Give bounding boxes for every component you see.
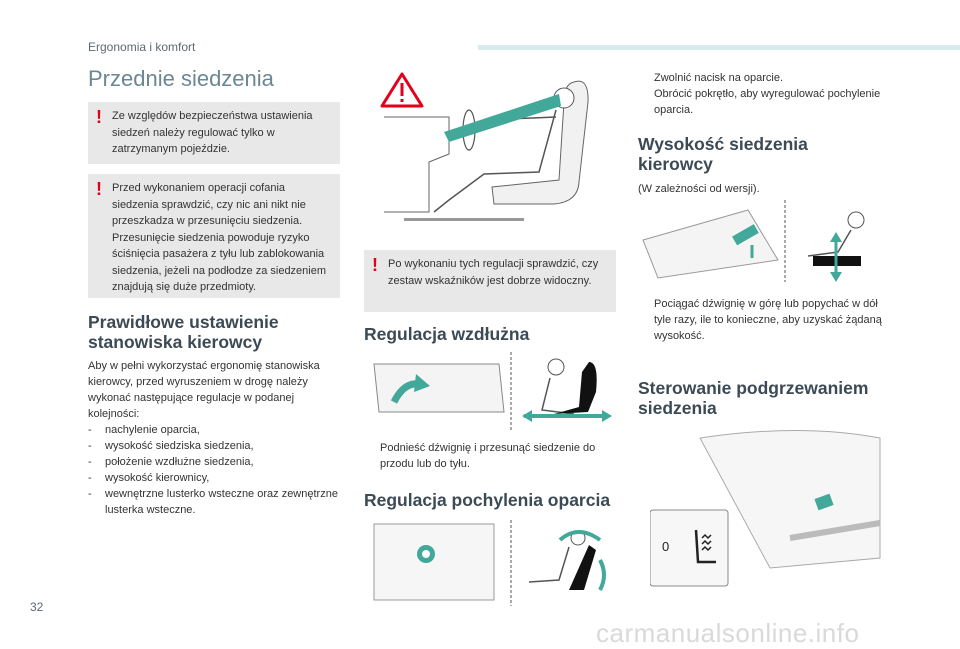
driver-posture-illustration — [364, 62, 614, 232]
header-bar — [478, 45, 960, 50]
heating-switch-label: 0 — [662, 539, 670, 554]
list-item: Podnieść dźwignię i przesunąć siedzenie … — [364, 440, 614, 472]
warning-text-1: Ze względów bezpieczeństwa ustawienia si… — [112, 110, 313, 155]
page-number: 32 — [30, 600, 44, 614]
heading-line: siedzenia — [638, 398, 717, 418]
backrest-illustration — [364, 520, 614, 606]
seat-height-heading: Wysokość siedzenia kierowcy — [638, 134, 898, 174]
warning-text-3: Po wykonaniu tych regulacji sprawdzić, c… — [388, 258, 599, 287]
driver-position-body: Aby w pełni wykorzystać ergonomię stanow… — [88, 358, 340, 518]
driver-position-heading: Prawidłowe ustawienie stanowiska kierowc… — [88, 312, 348, 352]
seat-height-step: Pociągać dźwignię w górę lub popychać w … — [638, 296, 888, 344]
list-item: wysokość kierownicy, — [88, 470, 340, 486]
backrest-heading: Regulacja pochylenia oparcia — [364, 490, 611, 510]
warning-mark: ! — [96, 179, 102, 199]
heading-line: Prawidłowe ustawienie — [88, 312, 279, 332]
heating-heading: Sterowanie podgrzewaniem siedzenia — [638, 378, 918, 418]
step-text: Pociągać dźwignię w górę lub popychać w … — [654, 298, 882, 342]
warning-text-2: Przed wykonaniem operacji cofania siedze… — [112, 182, 327, 293]
list-item: Zwolnić nacisk na oparcie. — [638, 70, 888, 86]
longitudinal-illustration — [364, 352, 614, 432]
heading-line: kierowcy — [638, 154, 713, 174]
warning-mark: ! — [96, 107, 102, 127]
warning-triangle-icon — [380, 72, 424, 108]
section-label: Ergonomia i komfort — [88, 40, 196, 54]
list-item: Obrócić pokrętło, aby wyregulować pochyl… — [638, 86, 888, 118]
page-title: Przednie siedzenia — [88, 66, 274, 91]
step-text: Zwolnić nacisk na oparcie. — [654, 72, 784, 84]
longitudinal-step: Podnieść dźwignię i przesunąć siedzenie … — [364, 440, 614, 472]
adjustment-list: nachylenie oparcia, wysokość siedziska s… — [88, 422, 340, 518]
warning-box-2: ! Przed wykonaniem operacji cofania sied… — [88, 174, 340, 298]
driver-position-intro: Aby w pełni wykorzystać ergonomię stanow… — [88, 360, 320, 420]
step-text: Podnieść dźwignię i przesunąć siedzenie … — [380, 442, 596, 470]
heading-line: stanowiska kierowcy — [88, 332, 263, 352]
warning-box-3: ! Po wykonaniu tych regulacji sprawdzić,… — [364, 250, 616, 312]
step-text: Obrócić pokrętło, aby wyregulować pochyl… — [654, 88, 881, 116]
warning-box-1: ! Ze względów bezpieczeństwa ustawienia … — [88, 102, 340, 164]
seat-height-illustration — [638, 200, 888, 282]
seat-height-note: (W zależności od wersji). — [638, 183, 760, 195]
heading-line: Sterowanie podgrzewaniem — [638, 378, 869, 398]
backrest-steps: Zwolnić nacisk na oparcie. Obrócić pokrę… — [638, 70, 888, 118]
seat-heating-icon — [694, 529, 716, 564]
watermark: carmanualsonline.info — [596, 618, 860, 648]
heading-line: Wysokość siedzenia — [638, 134, 808, 154]
heating-illustration — [649, 428, 890, 588]
list-item: położenie wzdłużne siedzenia, — [88, 454, 340, 470]
list-item: Pociągać dźwignię w górę lub popychać w … — [638, 296, 888, 344]
list-item: wysokość siedziska siedzenia, — [88, 438, 340, 454]
warning-mark: ! — [372, 255, 378, 275]
longitudinal-heading: Regulacja wzdłużna — [364, 324, 530, 344]
list-item: nachylenie oparcia, — [88, 422, 340, 438]
list-item: wewnętrzne lusterko wsteczne oraz zewnęt… — [88, 486, 340, 518]
